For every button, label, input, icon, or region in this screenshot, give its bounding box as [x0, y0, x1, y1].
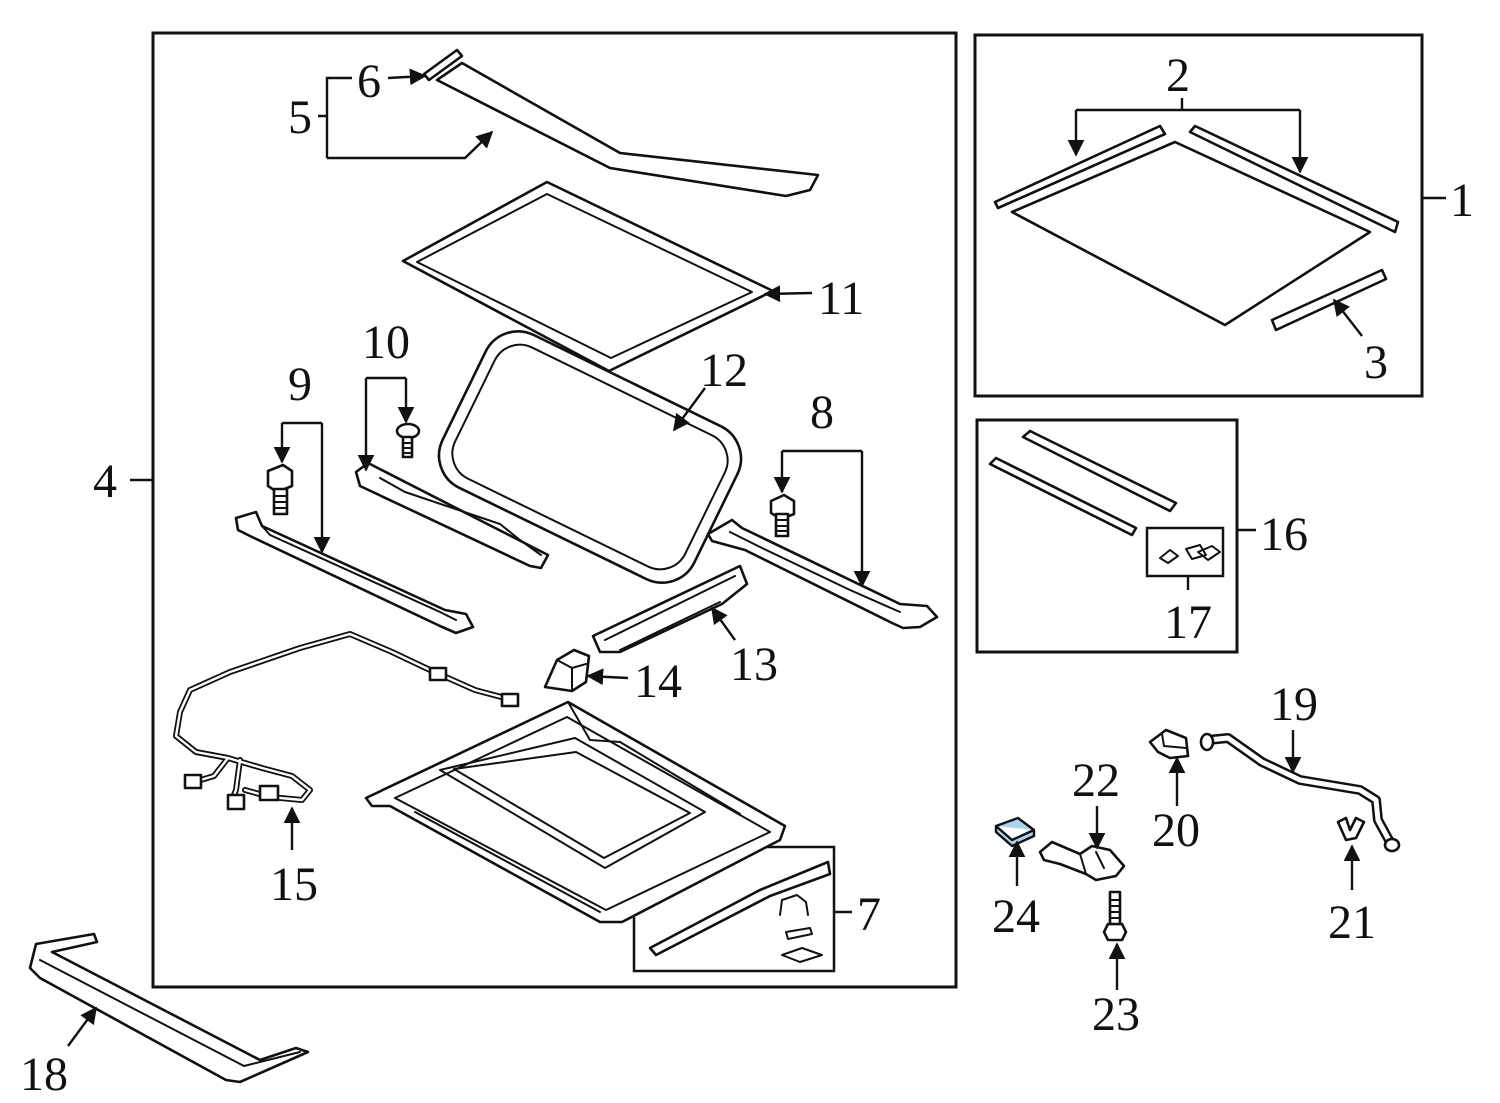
part-2-left-molding [993, 124, 1167, 210]
part-5-wind-deflector [435, 61, 820, 198]
callout-12: 12 [700, 344, 748, 397]
part-19-drain-hose [1199, 732, 1401, 853]
callout-8: 8 [810, 386, 834, 439]
part-21-clip [1336, 816, 1366, 842]
callout-24: 24 [992, 890, 1040, 943]
callout-21: 21 [1328, 896, 1376, 949]
part-13-guide-detail [604, 575, 736, 651]
callout-6: 6 [357, 55, 381, 108]
callout-1: 1 [1450, 174, 1474, 227]
callout-18: 18 [20, 1048, 68, 1101]
callout-10: 10 [362, 316, 410, 369]
callout-5: 5 [288, 91, 312, 144]
callout-14: 14 [634, 655, 682, 708]
drain-tube-box [975, 418, 1239, 654]
part-6-strip [422, 48, 464, 82]
part-8-bolt [769, 493, 796, 538]
part-18-rear-trim [28, 932, 310, 1084]
part-17-clips [1159, 544, 1221, 564]
part-10-rail-detail [379, 477, 542, 556]
callout-3: 3 [1364, 336, 1388, 389]
callout-9: 9 [288, 358, 312, 411]
part-11-glass-inner [416, 193, 753, 359]
callout-22: 22 [1072, 754, 1120, 807]
part-15-wiring-harness [173, 631, 520, 811]
part-14-bracket-detail [556, 659, 587, 692]
callout-16: 16 [1260, 508, 1308, 561]
part-20-connector [1148, 728, 1190, 760]
callout-15: 15 [270, 858, 318, 911]
part-1-roof-panel [1010, 140, 1372, 327]
callout-19: 19 [1270, 678, 1318, 731]
callout-13: 13 [730, 638, 778, 691]
part-23-screw [1102, 890, 1128, 942]
part-9-rail-detail [261, 525, 457, 621]
part-12-glass-seal [437, 330, 743, 584]
part-12-seal-inner [451, 343, 729, 571]
callout-11: 11 [818, 272, 864, 325]
sunroof-assembly-box [151, 31, 958, 989]
part-7-clips [779, 894, 823, 963]
callout-23: 23 [1092, 988, 1140, 1041]
part-5-deflector-edge [436, 79, 787, 197]
part-8-right-rail [706, 518, 939, 630]
leader-lines [67, 68, 1446, 1047]
part-16-strip-b [1021, 429, 1178, 513]
part-9-bolt [266, 463, 294, 516]
part-18-trim-detail [39, 959, 301, 1067]
part-10-screw [395, 422, 421, 459]
callout-labels: 1 2 3 4 5 6 7 8 9 10 11 12 13 14 15 16 1… [20, 49, 1474, 1101]
callout-17: 17 [1164, 596, 1212, 649]
part-24-pad [994, 816, 1036, 848]
part-2-right-molding [1188, 124, 1400, 234]
roof-panel-box [973, 33, 1424, 398]
part-7-rear-seal [648, 860, 832, 957]
callout-7: 7 [857, 888, 881, 941]
sunroof-housing-frame [364, 700, 787, 924]
part-16-strip-a [988, 456, 1138, 537]
callout-2: 2 [1166, 49, 1190, 102]
part-8-rail-detail [729, 531, 901, 613]
callout-4: 4 [93, 455, 117, 508]
part-22-motor [1038, 840, 1126, 882]
part-14-bracket [543, 648, 591, 693]
clip-kit-box [1145, 526, 1225, 578]
part-3-side-molding [1270, 268, 1388, 332]
callout-20: 20 [1152, 804, 1200, 857]
